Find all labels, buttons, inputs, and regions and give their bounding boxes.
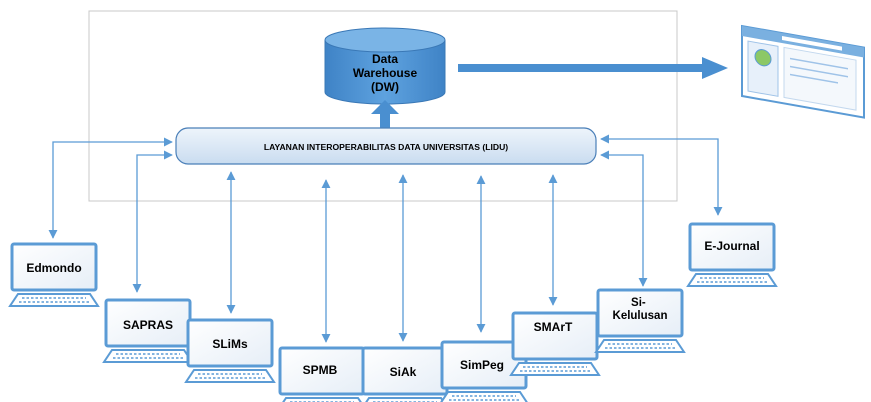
computer-smart: SMArT [509,311,601,377]
system-label-sapras: SAPRAS [123,318,173,332]
connector-si-kelulusan [600,150,648,287]
system-label-smart: SMArT [534,320,573,334]
system-label-si-kelulusan: Si- Kelulusan [613,297,668,322]
system-boundary-frame [88,10,678,202]
computer-simpeg: SimPeg [438,340,530,402]
lidu-label: LAYANAN INTEROPERABILITAS DATA UNIVERSIT… [264,142,508,152]
browser-window-icon [741,24,865,119]
computer-si-kelulusan: Si- Kelulusan [594,288,686,354]
warehouse-label-line1: Data [372,52,398,66]
warehouse-label-line3: (DW) [371,80,399,94]
arrow-warehouse-to-browser [458,57,728,79]
desktop-computer-icon [184,318,276,384]
cylinder-database-icon [324,27,446,105]
connector-group [48,134,723,343]
connector-edmondo [48,137,173,239]
computer-siak: SiAk [359,346,451,402]
system-label-spmb: SPMB [303,363,338,377]
system-label-slims: SLiMs [212,337,248,351]
computer-edmondo: Edmondo [8,242,100,308]
computer-e-journal: E-Journal [686,222,778,288]
desktop-computer-icon [8,242,100,308]
warehouse-label-line2: Warehouse [353,66,418,80]
system-label-edmondo: Edmondo [26,261,81,275]
system-label-simpeg: SimPeg [460,358,504,372]
connector-sapras [132,150,173,293]
lidu-service-bar [175,127,597,165]
desktop-computer-icon [686,222,778,288]
computer-slims: SLiMs [184,318,276,384]
connector-e-journal [600,134,723,216]
system-label-e-journal: E-Journal [704,239,759,253]
system-label-siak: SiAk [390,365,417,379]
computer-spmb: SPMB [276,346,368,402]
arrow-lidu-to-warehouse [371,100,399,131]
computer-sapras: SAPRAS [102,298,194,364]
